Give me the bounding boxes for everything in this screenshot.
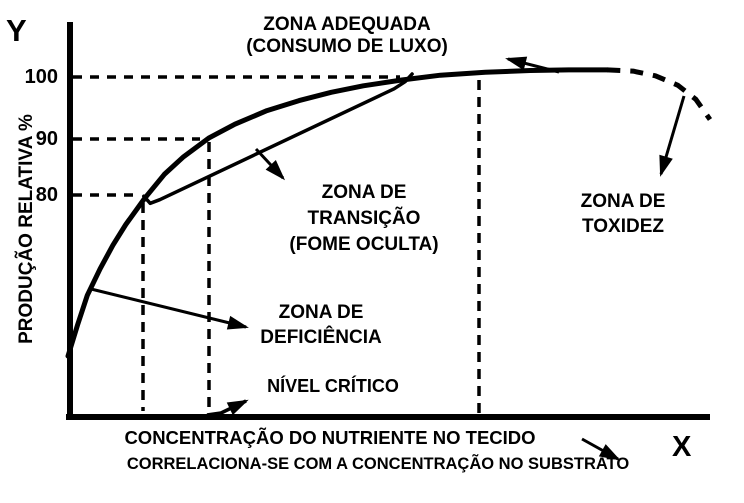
substrate-note-arrow — [581, 437, 621, 461]
deficiency-zone-label-line2: DEFICIÊNCIA — [260, 327, 382, 348]
x-axis-title: CONCENTRAÇÃO DO NUTRIENTE NO TECIDO — [124, 427, 536, 448]
toxicity-zone-arrow — [659, 95, 686, 177]
transition-boundary-line — [142, 72, 414, 206]
adequate-zone-label: ZONA ADEQUADA (CONSUMO DE LUXO) — [246, 14, 448, 58]
toxicity-dashed-curve — [607, 67, 713, 121]
adequate-zone-label-line1: ZONA ADEQUADA — [263, 14, 431, 35]
deficiency-zone-label-line1: ZONA DE — [278, 302, 364, 323]
adequate-zone-arrow — [505, 56, 560, 74]
x-axis-subtitle: CORRELACIONA-SE COM A CONCENTRAÇÃO NO SU… — [126, 455, 630, 473]
y-tick-80: 80 — [35, 184, 58, 206]
y-tick-100: 100 — [24, 66, 58, 88]
transition-zone-label-line1: ZONA DE — [321, 182, 407, 203]
y-tick-90: 90 — [35, 128, 58, 150]
toxicity-zone-label: ZONA DE TOXIDEZ — [581, 189, 666, 239]
response-curve — [65, 67, 610, 359]
y-axis-title: PRODUÇÃO RELATIVA % — [16, 114, 37, 344]
toxicity-zone-label-line2: TOXIDEZ — [581, 216, 664, 237]
toxicity-zone-label-line1: ZONA DE — [580, 191, 666, 212]
critical-level-label: NÍVEL CRÍTICO — [267, 376, 399, 396]
transition-zone-label-line3: (FOME OCULTA) — [289, 234, 439, 255]
deficiency-zone-arrow — [90, 287, 249, 330]
x-axis-symbol: X — [672, 431, 692, 463]
transition-zone-label: ZONA DE TRANSIÇÃO (FOME OCULTA) — [289, 180, 438, 258]
transition-zone-arrow — [254, 147, 286, 181]
y-axis-symbol: Y — [6, 13, 27, 48]
transition-zone-label-line2: TRANSIÇÃO — [307, 208, 421, 229]
critical-level-arrow — [206, 399, 249, 417]
deficiency-zone-label: ZONA DE DEFICIÊNCIA — [260, 300, 381, 350]
adequate-zone-label-line2: (CONSUMO DE LUXO) — [246, 36, 448, 57]
